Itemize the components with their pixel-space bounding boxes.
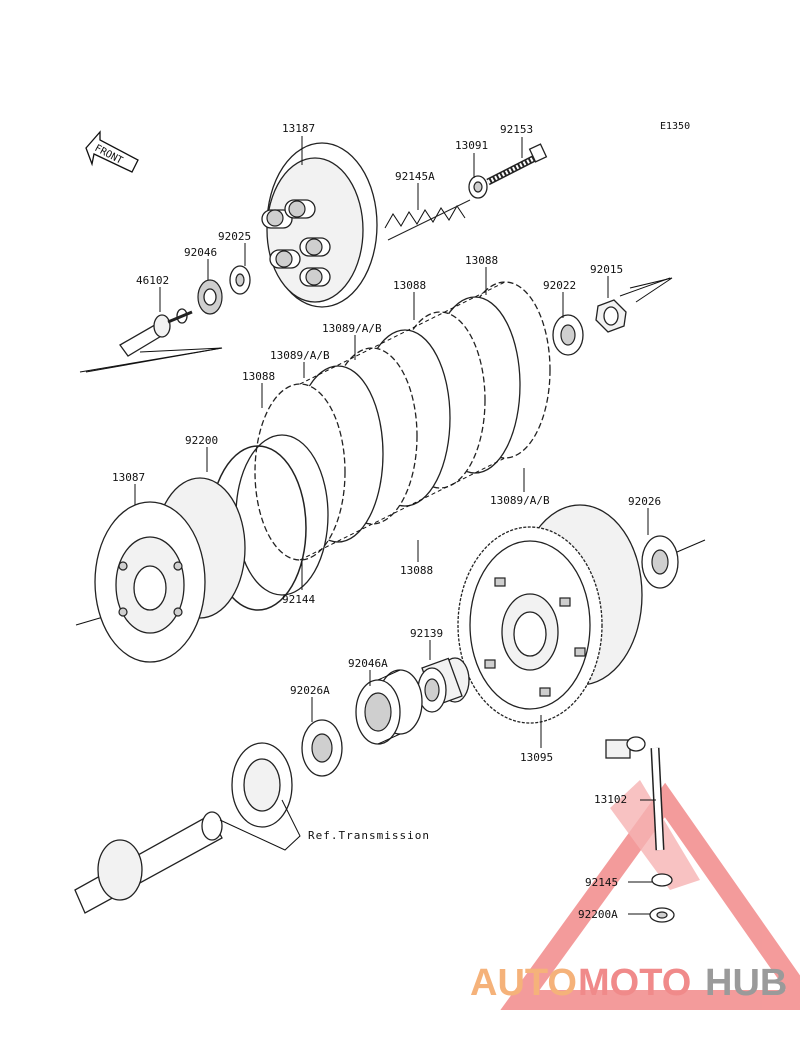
sleeve-part [417, 657, 470, 713]
part-label: 13088 [465, 254, 498, 267]
part-label: 13087 [112, 471, 145, 484]
needle-bearing-part [355, 669, 423, 745]
washer-part [301, 719, 343, 777]
part-label: 92025 [218, 230, 251, 243]
washer-part [552, 314, 584, 356]
bearing-part [197, 279, 223, 315]
part-label: 13088 [400, 564, 433, 577]
part-label: 13089/A/B [322, 322, 382, 335]
part-label: 92145A [395, 170, 435, 183]
part-label: 13091 [455, 139, 488, 152]
part-label: 92144 [282, 593, 315, 606]
part-labels: 13187 92153 13091 92145A 92025 92046 461… [112, 122, 661, 921]
watermark-part2: MOTO [578, 962, 691, 1004]
part-label: 13089/A/B [270, 349, 330, 362]
pressure-plate-part [261, 142, 378, 308]
watermark-part1: AUTO [470, 962, 577, 1004]
clutch-plate-stack [254, 281, 551, 561]
diagram-code: E1350 [660, 121, 690, 132]
part-label: 92145 [585, 876, 618, 889]
bolt-part [486, 143, 548, 186]
push-rod-part [119, 308, 193, 357]
part-label: 13088 [242, 370, 275, 383]
nut-part [595, 299, 627, 333]
part-label: 92139 [410, 627, 443, 640]
clutch-hub-part [94, 477, 246, 663]
front-arrow-icon: FRONT [85, 130, 139, 173]
assembly-axis-lines [75, 277, 706, 626]
part-label: 92022 [543, 279, 576, 292]
part-label: 13089/A/B [490, 494, 550, 507]
part-label: 13102 [594, 793, 627, 806]
part-label: 92046 [184, 246, 217, 259]
spring-part [384, 199, 471, 241]
washer-part [229, 265, 251, 295]
watermark-text: AUTO MOTO HUB [470, 962, 787, 1004]
part-label: 92200 [185, 434, 218, 447]
part-label: 92153 [500, 123, 533, 136]
watermark-part3: HUB [705, 962, 787, 1004]
ref-transmission-label: Ref.Transmission [308, 829, 430, 842]
part-label: 92046A [348, 657, 388, 670]
release-shaft-part [605, 736, 675, 923]
part-label: 13088 [393, 279, 426, 292]
thrust-washer-part [641, 535, 679, 589]
transmission-shaft-part [74, 742, 293, 914]
leader-lines [134, 136, 656, 915]
collar-part [468, 175, 488, 199]
part-label: 13187 [282, 122, 315, 135]
part-label: 92015 [590, 263, 623, 276]
part-label: 92026 [628, 495, 661, 508]
part-label: 92200A [578, 908, 618, 921]
part-label: 13095 [520, 751, 553, 764]
part-label: 92026A [290, 684, 330, 697]
clutch-housing-part [457, 504, 643, 724]
part-label: 46102 [136, 274, 169, 287]
